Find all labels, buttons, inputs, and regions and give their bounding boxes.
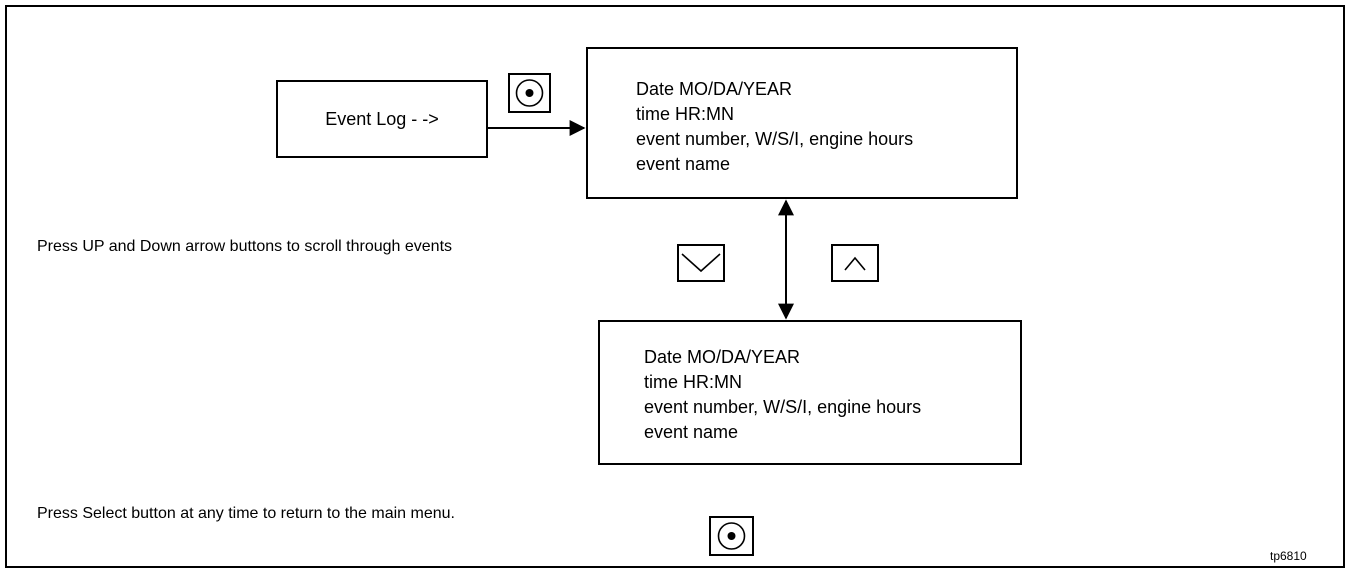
figure-id: tp6810 [1270, 549, 1307, 563]
chevron-down-icon [681, 253, 721, 273]
screen-line-event-name: event name [636, 154, 731, 174]
select-button-top[interactable] [508, 73, 551, 113]
select-button-icon [515, 79, 544, 107]
screen-line-time: time HR:MN [636, 104, 734, 124]
screen-line-date: Date MO/DA/YEAR [636, 79, 793, 99]
screen-line-event-name: event name [644, 422, 739, 442]
event-log-label: Event Log - -> [325, 108, 439, 129]
screen-line-event-number: event number, W/S/I, engine hours [636, 129, 914, 149]
event-log-menu-box: Event Log - -> [276, 80, 488, 158]
screen-line-event-number: event number, W/S/I, engine hours [644, 397, 922, 417]
event-screen-bottom: Date MO/DA/YEAR time HR:MN event number,… [598, 320, 1022, 465]
down-arrow-button[interactable] [677, 244, 725, 282]
select-button-bottom[interactable] [709, 516, 754, 556]
up-arrow-button[interactable] [831, 244, 879, 282]
screen-line-time: time HR:MN [644, 372, 742, 392]
scroll-instruction: Press UP and Down arrow buttons to scrol… [37, 238, 453, 255]
diagram-frame [5, 5, 1345, 568]
select-instruction: Press Select button at any time to retur… [37, 505, 455, 522]
screen-line-date: Date MO/DA/YEAR [644, 347, 801, 367]
event-screen-top: Date MO/DA/YEAR time HR:MN event number,… [586, 47, 1018, 199]
select-button-icon [717, 522, 746, 550]
chevron-up-icon [844, 256, 866, 271]
